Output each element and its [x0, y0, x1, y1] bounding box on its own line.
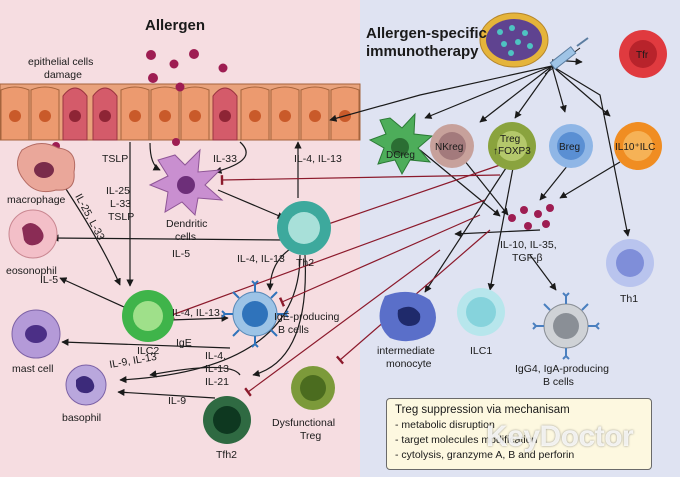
allergen-extract-dish [479, 12, 549, 68]
il9-label: IL-9 [168, 395, 186, 407]
allergen-particles [52, 49, 228, 150]
epithelial-cell [270, 86, 300, 141]
nkreg-cell [430, 124, 474, 168]
breg-cell [549, 124, 593, 168]
th1-cell [606, 239, 654, 287]
ige-label: IgE [176, 337, 192, 349]
tslp-label: TSLP [102, 153, 128, 165]
th1-label: Th1 [620, 293, 638, 305]
treg-cell [488, 122, 536, 170]
il4-stack-label-2: IL-13 [205, 363, 229, 375]
eosinophil-label: eosonophil [6, 265, 57, 277]
tslp-label-2: TSLP [108, 211, 134, 223]
ilc2-cell [122, 290, 174, 342]
mast-cell-label: mast cell [12, 363, 53, 375]
epithelial-cell [30, 86, 60, 141]
allergen-title: Allergen [145, 17, 205, 34]
nkreg-label: NKreg [435, 142, 463, 153]
regulatory-cytokine-dots [508, 204, 554, 230]
syringe-icon [544, 37, 589, 75]
il10-ilc-cell [614, 122, 662, 170]
damaged-epithelial-cell [62, 87, 88, 141]
dysfunctional-treg-cell [291, 366, 335, 410]
th2-label: Th2 [296, 257, 314, 269]
igg4-label-2: B cells [543, 376, 574, 388]
treg-label-2: ↑FOXP3 [493, 146, 531, 157]
basophil-cell [65, 364, 107, 406]
il4-il13-mid-label: IL-4, IL-13 [237, 253, 285, 265]
eosinophil-cell [8, 209, 58, 259]
watermark-logo: KeyDoctor [486, 420, 634, 453]
mechanism-item: - target molecules modification [395, 434, 538, 446]
breg-label: Breg [559, 142, 580, 153]
ilc2-label: ILC2 [137, 345, 159, 357]
il5-left-label: IL-5 [40, 274, 58, 286]
basophil-label: basophil [62, 412, 101, 424]
treg-mechanism-box: Treg suppression via mechanisam - metabo… [386, 398, 652, 470]
tfr-cell [619, 30, 667, 78]
il5-mid-label: IL-5 [172, 248, 190, 260]
monocyte-label-1: intermediate [377, 345, 435, 357]
macrophage-cell [17, 143, 76, 193]
intermediate-monocyte-cell [379, 291, 436, 342]
tfh2-label: Tfh2 [216, 449, 237, 461]
regulatory-cytokines-label-2: TGF-β [512, 252, 543, 264]
immunotherapy-title-2: immunotherapy [366, 43, 479, 60]
ige-b-cell-label-1: IgE-producing [274, 311, 340, 323]
il4-il13-top-label: IL-4, IL-13 [294, 153, 342, 165]
dendritic-label-2: cells [175, 231, 196, 243]
tfr-label: Tfr [636, 50, 649, 61]
il4-stack-label-1: IL-4, [205, 350, 226, 362]
igg4-label-1: IgG4, IgA-producing [515, 363, 609, 375]
th2-cell [277, 201, 331, 255]
epithelial-cell [150, 86, 180, 141]
mast-cell [11, 309, 61, 359]
ige-b-cell [221, 280, 289, 348]
mechanism-item: - cytolysis, granzyme A, B and perforin [395, 449, 575, 461]
epithelium-label-1: epithelial cells [28, 56, 93, 68]
monocyte-label-2: monocyte [386, 358, 432, 370]
epithelial-cell [0, 86, 30, 141]
epithelial-cell [300, 86, 330, 141]
regulatory-cytokines-label-1: IL-10, IL-35, [500, 239, 557, 251]
epithelial-cell [120, 86, 150, 141]
dysfunctional-treg-label-2: Treg [300, 430, 321, 442]
epithelial-cell [240, 86, 270, 141]
tfh2-cell [203, 396, 251, 444]
epithelial-layer [0, 83, 361, 141]
ilc1-label: ILC1 [470, 345, 492, 357]
dcreg-label: DCreg [386, 150, 415, 161]
epithelium-label-2: damage [44, 69, 82, 81]
dendritic-cell [148, 148, 224, 217]
dysfunctional-treg-label-1: Dysfunctional [272, 417, 335, 429]
mechanism-item: - metabolic disruption [395, 419, 495, 431]
il4-stack-label-3: IL-21 [205, 376, 229, 388]
treg-label-1: Treg [500, 134, 520, 145]
il25-label: IL-25 [106, 185, 130, 197]
dcreg-cell [368, 112, 434, 176]
l33-label: L-33 [110, 198, 131, 210]
ige-b-cell-label-2: B cells [278, 324, 309, 336]
macrophage-label: macrophage [7, 194, 66, 206]
damaged-epithelial-cell [212, 87, 238, 141]
il4-il13-ilc2-label: IL-4, IL-13 [172, 307, 220, 319]
ilc1-cell [457, 288, 505, 336]
mechanism-heading: Treg suppression via mechanisam [395, 404, 570, 416]
activation-arrows [51, 57, 631, 399]
dendritic-label-1: Dendritic [166, 218, 207, 230]
igg4-b-cell [532, 292, 600, 360]
il33-label: IL-33 [213, 153, 237, 165]
epithelial-cell [180, 86, 210, 141]
il10-ilc-label: IL10⁺ILC [615, 142, 655, 153]
immunotherapy-title-1: Allergen-specific [366, 25, 487, 42]
damaged-epithelial-cell [92, 87, 118, 141]
